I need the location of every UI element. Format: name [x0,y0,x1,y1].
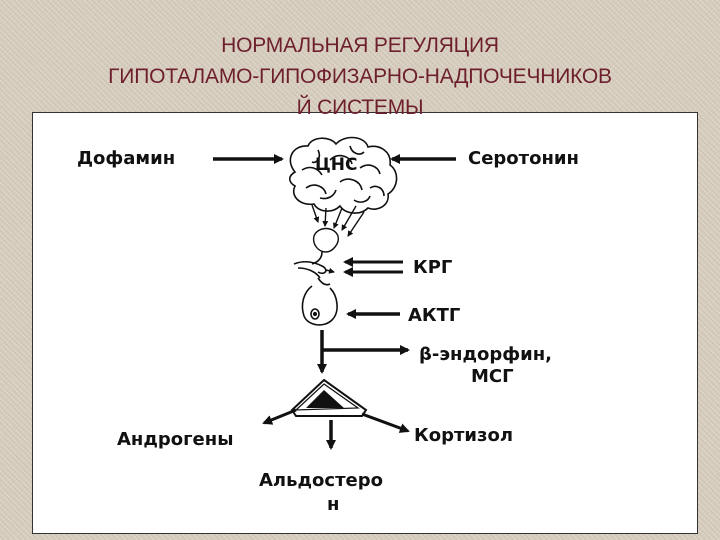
dopamine-label: Дофамин [77,148,176,169]
endorphin-label: β-эндорфин, [419,344,552,365]
cns-label: ЦНС [315,155,358,175]
aldosterone-label-line1: Альдостеро [259,470,383,491]
brain-icon [288,136,398,214]
diagram-panel [32,112,698,534]
pituitary-icon [293,251,338,326]
hypothalamus-pathways [311,204,365,253]
acth-label: АКТГ [408,305,461,326]
androgens-label: Андрогены [117,429,234,450]
crh-label: КРГ [413,257,453,278]
regulation-arrows [213,154,456,450]
aldosterone-label-line2: н [327,494,340,515]
title-line-3: Й СИСТЕМЫ [296,96,424,119]
title-line-2: ГИПОТАЛАМО-ГИПОФИЗАРНО-НАДПОЧЕЧНИКОВ [108,65,612,88]
adrenal-gland-icon [290,378,368,417]
serotonin-label: Серотонин [468,148,579,169]
title-line-1: НОРМАЛЬНАЯ РЕГУЛЯЦИЯ [221,34,499,57]
cortisol-label: Кортизол [414,425,514,446]
msh-label: МСГ [471,366,514,387]
